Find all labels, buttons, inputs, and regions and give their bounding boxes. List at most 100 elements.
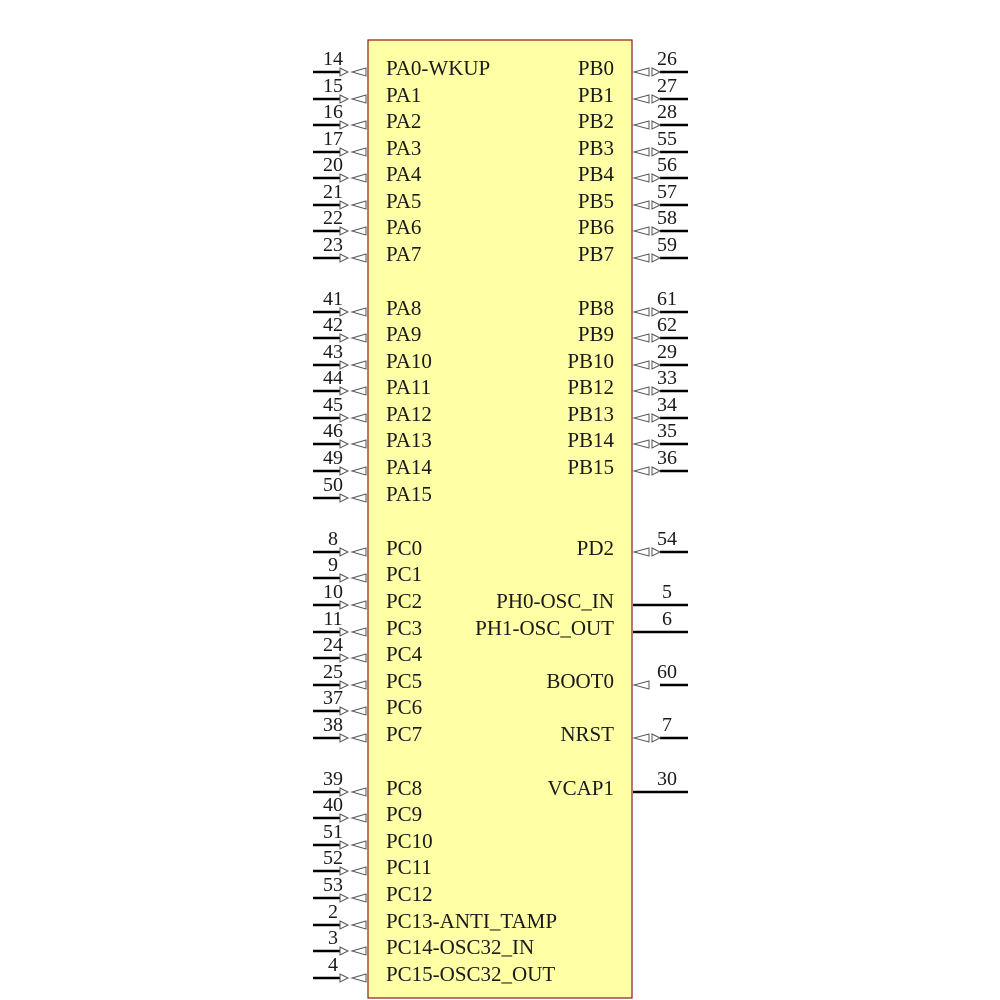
- pin-label: PA8: [386, 296, 421, 320]
- input-arrow-icon: [339, 573, 350, 583]
- input-arrow-icon: [339, 173, 350, 183]
- pin-number: 9: [328, 554, 338, 576]
- pin-label: PA9: [386, 322, 421, 346]
- pin-number: 16: [323, 101, 343, 123]
- pin-pc7: 38 PC7: [313, 714, 422, 746]
- pin-label: PC3: [386, 616, 422, 640]
- pin-number: 54: [657, 528, 677, 550]
- output-arrow-icon: [350, 946, 367, 956]
- pin-number: 38: [323, 714, 343, 736]
- pin-number: 60: [657, 661, 677, 683]
- output-arrow-icon: [350, 333, 367, 343]
- input-arrow-icon: [632, 67, 650, 77]
- input-arrow-icon: [632, 360, 650, 370]
- output-arrow-icon: [350, 706, 367, 716]
- pin-label: PC6: [386, 695, 422, 719]
- pin-label: PC10: [386, 829, 433, 853]
- pin-label: PA14: [386, 455, 432, 479]
- output-arrow-icon: [651, 94, 662, 104]
- input-arrow-icon: [339, 386, 350, 396]
- output-arrow-icon: [651, 413, 662, 423]
- pin-number: 57: [657, 181, 677, 203]
- pin-label: PC14-OSC32_IN: [386, 935, 534, 959]
- input-arrow-icon: [632, 680, 650, 690]
- input-arrow-icon: [339, 600, 350, 610]
- pin-number: 17: [323, 128, 343, 150]
- output-arrow-icon: [350, 386, 367, 396]
- right-pin-group: 26PB027PB128PB255PB356PB457PB558PB659PB7…: [475, 48, 688, 800]
- pin-number: 29: [657, 341, 677, 363]
- output-arrow-icon: [651, 547, 662, 557]
- input-arrow-icon: [632, 120, 650, 130]
- pin-label: PB7: [578, 242, 614, 266]
- output-arrow-icon: [651, 386, 662, 396]
- input-arrow-icon: [339, 680, 350, 690]
- output-arrow-icon: [350, 360, 367, 370]
- pin-number: 52: [323, 847, 343, 869]
- input-arrow-icon: [632, 147, 650, 157]
- pin-number: 58: [657, 207, 677, 229]
- output-arrow-icon: [350, 573, 367, 583]
- pin-label: PA1: [386, 83, 421, 107]
- pin-number: 27: [657, 75, 677, 97]
- pin-label: PB14: [567, 428, 614, 452]
- pin-label: PA2: [386, 109, 421, 133]
- output-arrow-icon: [350, 94, 367, 104]
- input-arrow-icon: [339, 733, 350, 743]
- pin-number: 43: [323, 341, 343, 363]
- input-arrow-icon: [632, 413, 650, 423]
- output-arrow-icon: [350, 920, 367, 930]
- pin-number: 2: [328, 901, 338, 923]
- pin-pc11: 52 PC11: [313, 847, 432, 879]
- pin-label: PC5: [386, 669, 422, 693]
- pin-number: 30: [657, 768, 677, 790]
- input-arrow-icon: [339, 973, 350, 983]
- pin-number: 8: [328, 528, 338, 550]
- input-arrow-icon: [339, 307, 350, 317]
- output-arrow-icon: [350, 973, 367, 983]
- pin-label: PB9: [578, 322, 614, 346]
- input-arrow-icon: [339, 920, 350, 930]
- pin-label: PA15: [386, 482, 432, 506]
- pin-label: PB15: [567, 455, 614, 479]
- pin-label: PA0-WKUP: [386, 56, 490, 80]
- pin-number: 6: [662, 608, 672, 630]
- input-arrow-icon: [339, 226, 350, 236]
- pin-number: 7: [662, 714, 672, 736]
- pin-label: PC11: [386, 855, 432, 879]
- input-arrow-icon: [339, 439, 350, 449]
- input-arrow-icon: [632, 439, 650, 449]
- pin-number: 23: [323, 234, 343, 256]
- input-arrow-icon: [632, 333, 650, 343]
- input-arrow-icon: [339, 627, 350, 637]
- pin-label: PA6: [386, 215, 421, 239]
- pin-label: PC7: [386, 722, 422, 746]
- pin-number: 34: [657, 394, 677, 416]
- pin-label: BOOT0: [546, 669, 614, 693]
- input-arrow-icon: [339, 840, 350, 850]
- input-arrow-icon: [339, 493, 350, 503]
- pin-label: PH0-OSC_IN: [496, 589, 614, 613]
- pin-label: PB3: [578, 136, 614, 160]
- ic-body: [367, 39, 633, 999]
